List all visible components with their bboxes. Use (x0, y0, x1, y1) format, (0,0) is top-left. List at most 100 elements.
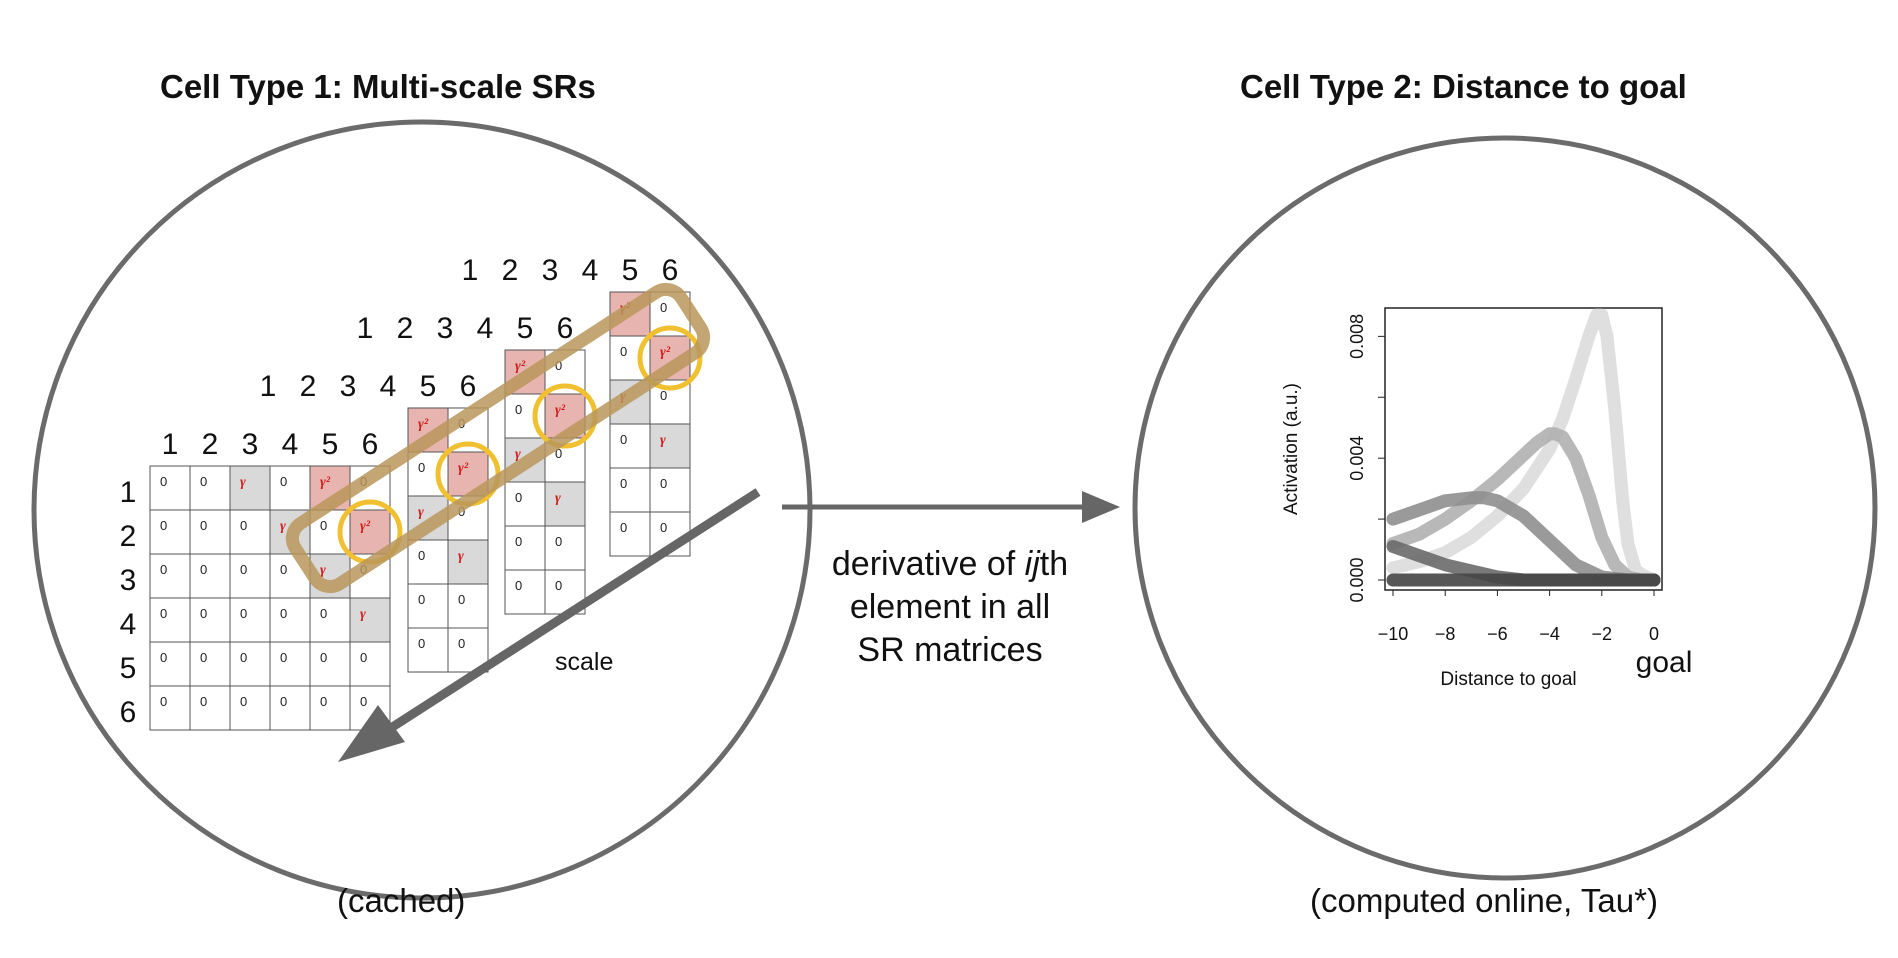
description-line-2: element in all (849, 588, 1051, 626)
right-panel-circle (1132, 135, 1878, 881)
zero-value: 0 (360, 650, 367, 665)
matrix-cell (149, 685, 191, 731)
gamma-value: γ (458, 549, 464, 564)
gamma-value: γ² (515, 359, 526, 374)
gamma-value: γ² (458, 461, 469, 476)
matrix-cell (269, 465, 311, 511)
ij-element-circle (637, 325, 703, 391)
zero-value: 0 (160, 606, 167, 621)
derivative-description: derivative of ijth element in all SR mat… (780, 543, 1120, 672)
column-header: 1 (162, 428, 179, 461)
zero-value: 0 (458, 636, 465, 651)
right-panel-caption: (computed online, Tau*) (1310, 882, 1658, 919)
column-header: 5 (420, 370, 437, 403)
row-header: 3 (120, 564, 137, 597)
text-fragment: th (1039, 545, 1069, 583)
gamma-value: γ (360, 607, 366, 622)
gamma-value: γ (240, 475, 246, 490)
column-header: 1 (357, 312, 374, 345)
ij-element-band (285, 282, 711, 594)
zero-value: 0 (280, 650, 287, 665)
zero-value: 0 (240, 606, 247, 621)
matrix-cell (309, 641, 351, 687)
row-header: 2 (120, 520, 137, 553)
matrix-cell (189, 465, 231, 511)
zero-value: 0 (200, 518, 207, 533)
column-header: 2 (502, 254, 519, 287)
matrix-cell (504, 525, 546, 571)
goal-label: goal (1636, 646, 1693, 679)
matrix-cell (309, 597, 351, 643)
y-tick-label: 0.008 (1347, 314, 1367, 359)
zero-value: 0 (160, 650, 167, 665)
matrix-cell (269, 685, 311, 731)
zero-value: 0 (515, 578, 522, 593)
matrix-cell (407, 539, 449, 585)
plot-frame (1384, 307, 1663, 591)
left-panel-circle (31, 119, 813, 901)
zero-value: 0 (240, 518, 247, 533)
matrix-cell (609, 467, 651, 513)
zero-value: 0 (660, 476, 667, 491)
column-header: 2 (202, 428, 219, 461)
matrix-cell (189, 597, 231, 643)
zero-value: 0 (320, 694, 327, 709)
gamma-value: γ (515, 447, 521, 462)
x-tick-label: −10 (1378, 624, 1409, 644)
x-tick-label: −2 (1592, 624, 1613, 644)
x-tick-label: −8 (1435, 624, 1456, 644)
zero-value: 0 (555, 534, 562, 549)
y-axis-label: Activation (a.u.) (1281, 383, 1302, 515)
column-header: 2 (300, 370, 317, 403)
matrix-cell (504, 481, 546, 527)
matrix-cell (189, 641, 231, 687)
zero-value: 0 (620, 432, 627, 447)
matrix-cell (609, 511, 651, 557)
row-header: 4 (120, 608, 137, 641)
description-line-3: SR matrices (857, 631, 1043, 669)
series-line-scale-1 (1386, 308, 1661, 587)
matrix-cell (407, 627, 449, 673)
zero-value: 0 (320, 606, 327, 621)
y-tick-label: 0.000 (1347, 557, 1367, 602)
matrix-cell (229, 685, 271, 731)
matrix-cell (229, 465, 271, 511)
zero-value: 0 (240, 694, 247, 709)
row-header: 5 (120, 652, 137, 685)
scale-arrow-shaft (377, 488, 761, 739)
matrix-cell (407, 583, 449, 629)
gamma-value: γ² (360, 519, 371, 534)
gamma-value: γ (320, 563, 326, 578)
gamma-value: γ (280, 519, 286, 534)
gamma-value: γ² (660, 345, 671, 360)
zero-value: 0 (515, 534, 522, 549)
x-tick-label: −6 (1487, 624, 1508, 644)
column-header: 5 (322, 428, 339, 461)
zero-value: 0 (418, 548, 425, 563)
zero-value: 0 (660, 520, 667, 535)
connect-arrow-head (1082, 491, 1120, 523)
zero-value: 0 (280, 562, 287, 577)
zero-value: 0 (360, 694, 367, 709)
row-header: 1 (120, 476, 137, 509)
zero-value: 0 (320, 650, 327, 665)
zero-value: 0 (515, 490, 522, 505)
column-header: 3 (542, 254, 559, 287)
matrix-cell (349, 597, 391, 643)
row-header: 6 (120, 696, 137, 729)
matrix-cell (149, 597, 191, 643)
zero-value: 0 (160, 474, 167, 489)
description-line-1: derivative of ijth (780, 543, 1120, 586)
column-header: 1 (260, 370, 277, 403)
column-header: 4 (282, 428, 299, 461)
matrix-cell (309, 685, 351, 731)
x-tick-label: −4 (1539, 624, 1560, 644)
left-panel-title: Cell Type 1: Multi-scale SRs (160, 68, 596, 105)
zero-value: 0 (555, 358, 562, 373)
matrix-cell (269, 641, 311, 687)
x-tick-label: 0 (1649, 624, 1659, 644)
zero-value: 0 (200, 606, 207, 621)
gamma-value: γ (660, 433, 666, 448)
matrix-cell (447, 583, 489, 629)
